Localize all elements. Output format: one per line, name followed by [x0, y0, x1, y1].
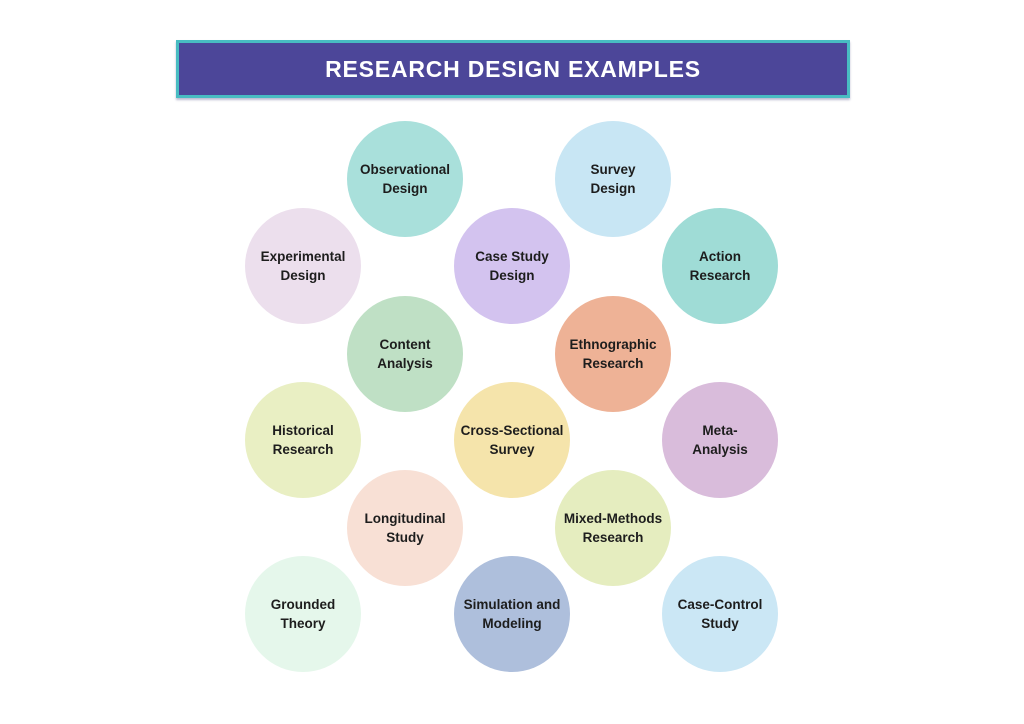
bubble-mixed-methods-research: Mixed-Methods Research [555, 470, 671, 586]
bubble-label-line: Research [272, 442, 334, 457]
bubble-longitudinal-study: Longitudinal Study [347, 470, 463, 586]
bubble-historical-research: Historical Research [245, 382, 361, 498]
bubble-label-line: Case Study [475, 248, 549, 264]
bubble-label-line: Modeling [482, 616, 542, 631]
bubble-simulation-and-modeling: Simulation and Modeling [454, 556, 570, 672]
bubble-case-study-design: Case Study Design [454, 208, 570, 324]
title-banner: RESEARCH DESIGN EXAMPLES [176, 40, 850, 98]
bubble-label-line: Grounded [270, 596, 336, 612]
bubble-label-line: Survey [489, 442, 535, 457]
bubble-label-line: Action [699, 248, 741, 264]
bubble-label-line: Design [590, 181, 636, 196]
bubble-label-line: Analysis [692, 442, 748, 457]
bubble-ethnographic-research: Ethnographic Research [555, 296, 671, 412]
bubble-label-line: Study [701, 616, 739, 631]
bubble-label-line: Theory [280, 616, 326, 631]
bubble-label-line: Meta- [702, 422, 738, 438]
bubble-label-line: Design [489, 268, 535, 283]
bubble-label-line: Content [379, 336, 431, 352]
bubble-label-line: Cross-Sectional [460, 422, 564, 438]
bubble-label-line: Mixed-Methods [563, 510, 663, 526]
bubble-cross-sectional-survey: Cross-Sectional Survey [454, 382, 570, 498]
bubble-label-line: Simulation and [463, 596, 561, 612]
bubble-label-line: Longitudinal [364, 510, 446, 526]
bubble-label-line: Design [280, 268, 326, 283]
page-title: RESEARCH DESIGN EXAMPLES [325, 55, 701, 82]
bubble-observational-design: Observational Design [347, 121, 463, 237]
bubble-content-analysis: Content Analysis [347, 296, 463, 412]
bubble-label-line: Experimental [260, 248, 346, 264]
bubble-label-line: Research [582, 356, 644, 371]
bubble-grounded-theory: Grounded Theory [245, 556, 361, 672]
bubble-label-line: Research [582, 530, 644, 545]
bubble-label-line: Ethnographic [569, 336, 657, 352]
bubble-case-control-study: Case-Control Study [662, 556, 778, 672]
bubble-label-line: Observational [359, 161, 451, 177]
bubble-label-line: Study [386, 530, 424, 545]
bubble-label-line: Design [382, 181, 428, 196]
bubble-label-line: Analysis [377, 356, 433, 371]
bubble-label-line: Case-Control [677, 596, 763, 612]
bubble-label-line: Historical [272, 422, 334, 438]
bubble-meta-analysis: Meta- Analysis [662, 382, 778, 498]
bubble-experimental-design: Experimental Design [245, 208, 361, 324]
bubble-survey-design: Survey Design [555, 121, 671, 237]
bubble-label-line: Survey [590, 161, 636, 177]
bubble-action-research: Action Research [662, 208, 778, 324]
bubble-label-line: Research [689, 268, 751, 283]
